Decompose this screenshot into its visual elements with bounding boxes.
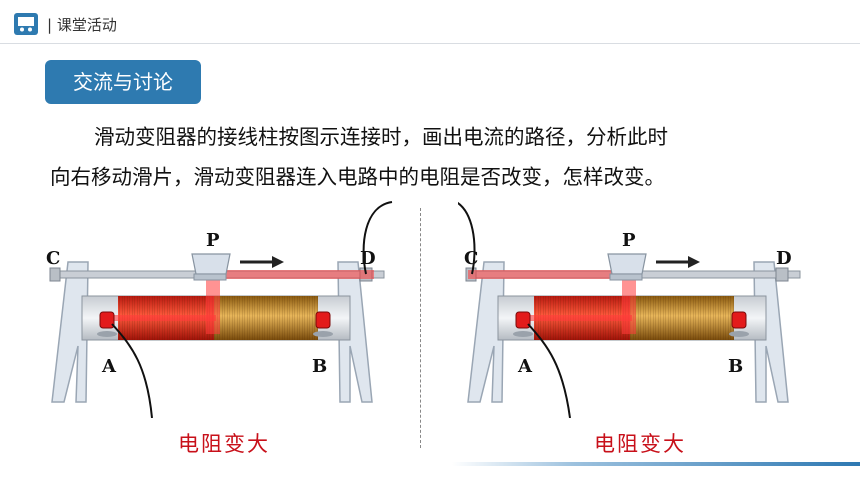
question-line-2: 向右移动滑片，滑动变阻器连入电路中的电阻是否改变，怎样改变。 bbox=[50, 165, 665, 189]
label-D: D bbox=[360, 248, 376, 269]
label-B: B bbox=[728, 356, 743, 377]
classroom-icon bbox=[14, 13, 38, 35]
label-A: A bbox=[517, 356, 533, 377]
caption-left: 电阻变大 bbox=[178, 432, 270, 456]
label-B: B bbox=[312, 356, 327, 377]
label-P: P bbox=[206, 230, 220, 251]
section-title: | 课堂活动 bbox=[47, 16, 117, 34]
label-D: D bbox=[776, 248, 792, 269]
header-bar: | 课堂活动 bbox=[0, 0, 860, 44]
label-C: C bbox=[46, 248, 60, 269]
label-P: P bbox=[622, 230, 636, 251]
label-C: C bbox=[464, 248, 478, 269]
caption-right: 电阻变大 bbox=[594, 432, 686, 456]
dashed-divider bbox=[420, 208, 421, 448]
label-A: A bbox=[101, 356, 117, 377]
discussion-tag: 交流与讨论 bbox=[45, 60, 201, 104]
rheostat-diagram-left: C P D A B bbox=[46, 201, 393, 418]
header-divider bbox=[0, 43, 860, 44]
question-line-1: 滑动变阻器的接线柱按图示连接时，画出电流的路径，分析此时 bbox=[94, 125, 668, 149]
rheostat-diagram-right: C P D A B bbox=[458, 202, 801, 418]
question-text: 滑动变阻器的接线柱按图示连接时，画出电流的路径，分析此时 向右移动滑片，滑动变阻… bbox=[50, 117, 820, 197]
footer-decor-line bbox=[452, 462, 860, 466]
